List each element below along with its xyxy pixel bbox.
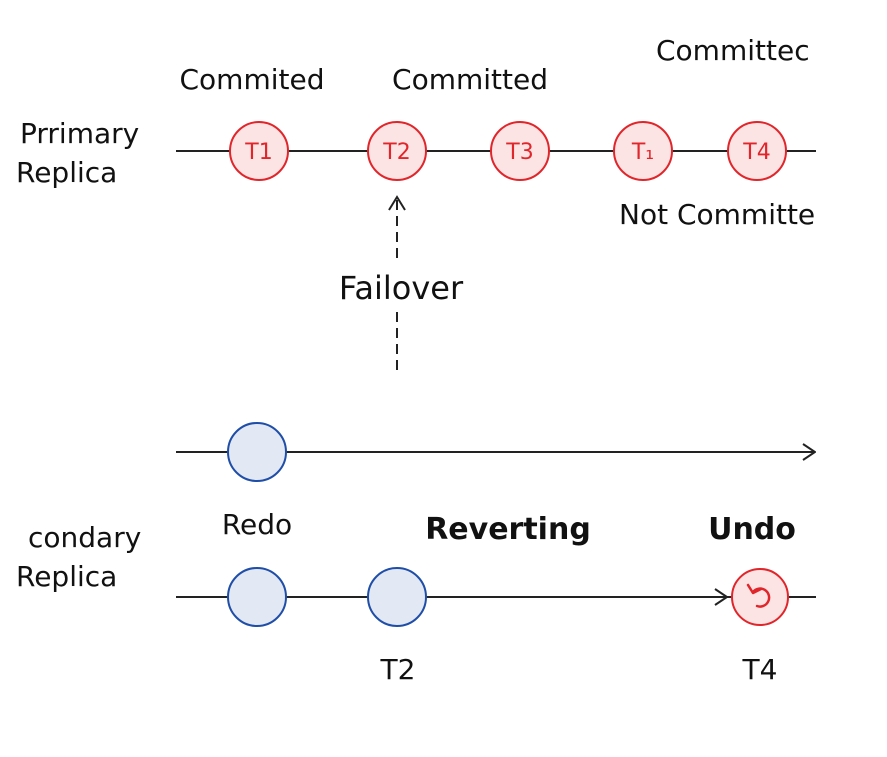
redo-label: Redo: [222, 508, 292, 541]
undo-label: Undo: [708, 512, 796, 547]
secondary-node-1: [227, 567, 287, 627]
transaction-id: T2: [382, 140, 410, 165]
failover-diagram: Prrimary Replica Commited Committed Comm…: [16, 34, 816, 686]
transaction-id: T3: [505, 140, 533, 165]
t2-bottom-label: T2: [380, 653, 416, 686]
t1-status-label: Commited: [180, 63, 325, 96]
transaction-id: T₁: [631, 140, 654, 165]
secondary-label-line2: Replica: [16, 560, 117, 593]
transaction-node-t2: T2: [367, 121, 427, 181]
secondary-timeline: [176, 567, 816, 627]
transaction-id: T4: [742, 140, 770, 165]
failover-label: Failover: [339, 269, 464, 307]
secondary-node-t2: [367, 567, 427, 627]
primary-label-line1: Prrimary: [20, 117, 139, 150]
redo-node: [227, 422, 287, 482]
t2-status-label: Committed: [392, 63, 548, 96]
redo-timeline: [176, 422, 816, 482]
undo-node-t4: [731, 568, 789, 626]
transaction-node-t4: T4: [727, 121, 787, 181]
transaction-id: T1: [244, 140, 272, 165]
transaction-node-t1: T1: [229, 121, 289, 181]
t4-not-committed-label: Not Committe: [619, 198, 815, 231]
t4-committed-label: Committec: [656, 34, 810, 67]
failover-arrow: [388, 195, 406, 374]
primary-label-line2: Replica: [16, 156, 117, 189]
diagram-canvas: Prrimary Replica Commited Committed Comm…: [16, 34, 816, 686]
t4-bottom-label: T4: [742, 653, 778, 686]
transaction-node-t3: T3: [490, 121, 550, 181]
transaction-node-t1-duplicate: T₁: [613, 121, 673, 181]
secondary-label-line1: condary: [28, 521, 141, 554]
undo-arrow-icon: [746, 583, 771, 608]
reverting-label: Reverting: [425, 512, 591, 547]
